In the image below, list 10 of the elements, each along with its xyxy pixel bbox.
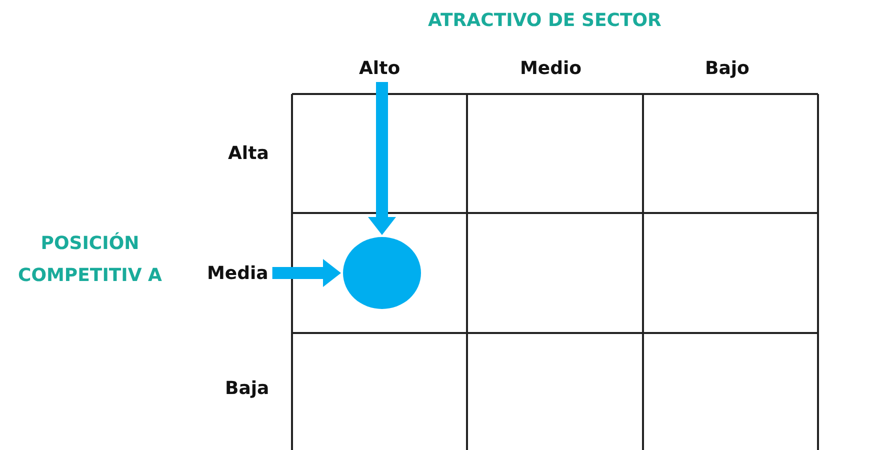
arrow	[272, 259, 341, 287]
row-heading: Alta	[228, 143, 269, 164]
column-heading: Alto	[359, 58, 400, 79]
row-heading: Baja	[225, 378, 270, 399]
arrow	[368, 82, 396, 235]
column-heading: Medio	[520, 58, 582, 79]
axis-title: POSICIÓN COMPETITIV A	[17, 231, 163, 288]
row-heading: Media	[207, 263, 268, 284]
column-heading: Bajo	[705, 58, 750, 79]
axis-title: ATRACTIVO DE SECTOR	[428, 10, 662, 31]
